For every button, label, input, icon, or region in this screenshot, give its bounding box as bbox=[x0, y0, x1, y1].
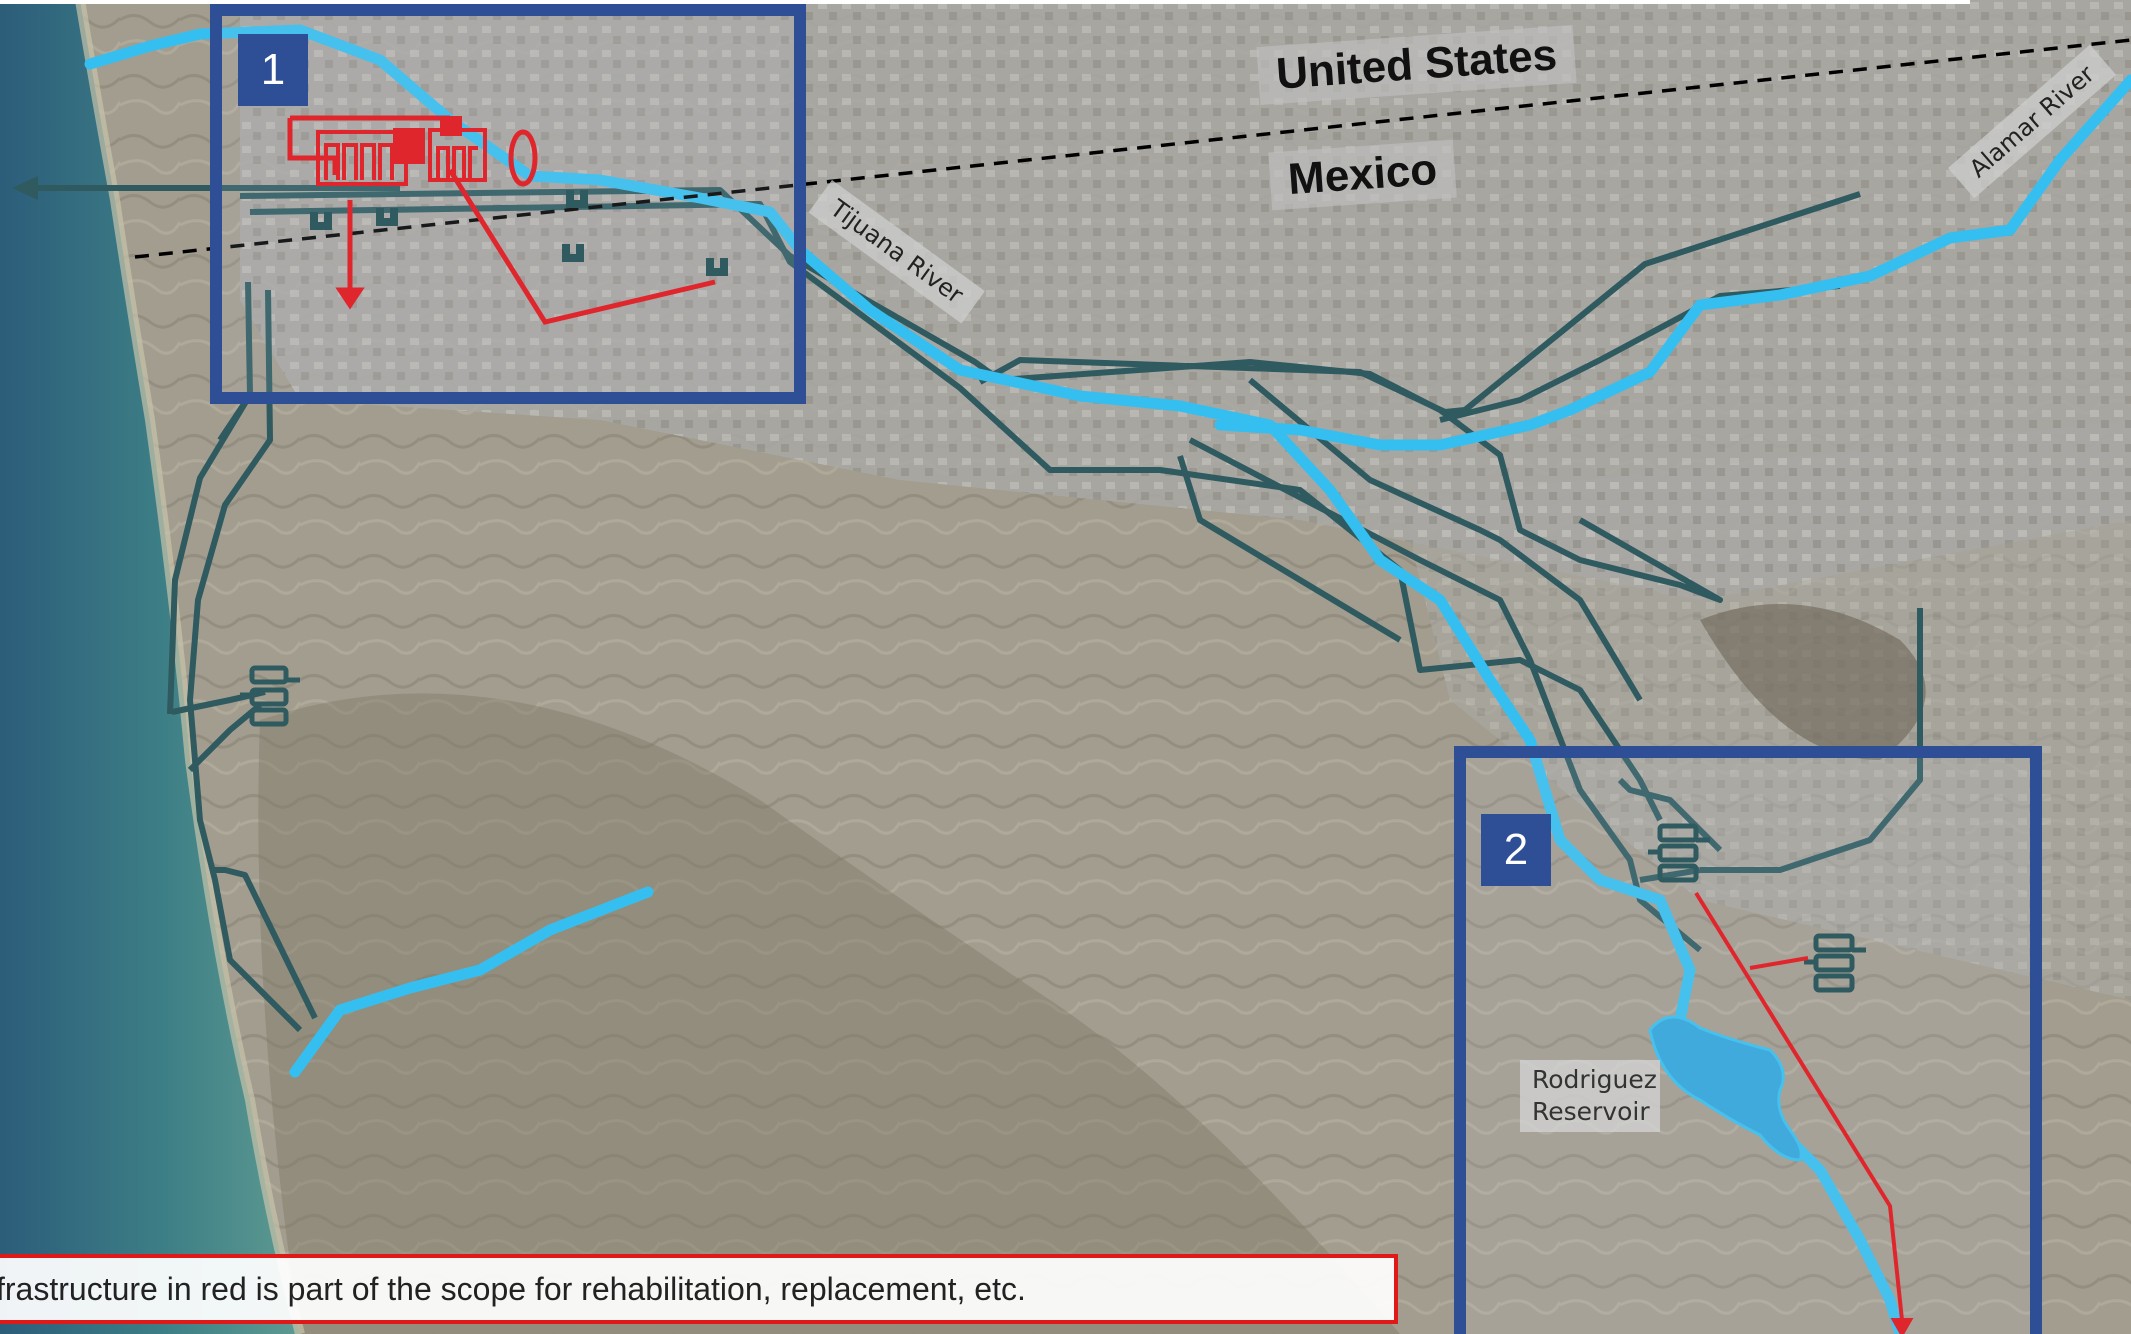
reservoir-label: Rodriguez Reservoir bbox=[1520, 1060, 1660, 1132]
pump-station-tank-icon bbox=[240, 665, 300, 727]
reservoir-label-line-2: Reservoir bbox=[1532, 1097, 1650, 1126]
scope-note-callout: frastructure in red is part of the scope… bbox=[0, 1254, 1398, 1324]
inset-frame-2 bbox=[1454, 746, 2042, 1334]
inset-number-1: 1 bbox=[238, 34, 308, 106]
mountain-ridge bbox=[258, 693, 1400, 1334]
mountain-ridge-2 bbox=[1700, 604, 1926, 760]
reservoir-label-line-1: Rodriguez bbox=[1532, 1065, 1657, 1094]
water-treatment-plant-icon bbox=[316, 128, 425, 186]
urban-area-east bbox=[1400, 420, 2131, 1000]
inset-frame-1 bbox=[210, 4, 806, 404]
pump-station-red-icon bbox=[428, 116, 487, 182]
pump-station-icons bbox=[310, 190, 728, 276]
alamar-river-line bbox=[1214, 74, 2131, 451]
top-edge-bar bbox=[0, 0, 1970, 4]
pump-station-tank-icon bbox=[1648, 823, 1710, 883]
surf-line bbox=[75, 0, 305, 1334]
pump-station-tank-icon bbox=[1804, 933, 1866, 993]
inset-number-2: 2 bbox=[1481, 814, 1551, 886]
urban-area-north bbox=[240, 0, 2131, 600]
scope-infrastructure-inset-2 bbox=[1694, 891, 1914, 1334]
ocean-outfall-icon bbox=[508, 129, 538, 187]
pipeline-network bbox=[167, 187, 1923, 1033]
rodriguez-reservoir bbox=[1648, 1015, 1803, 1162]
south-stream-line bbox=[289, 886, 654, 1078]
scope-infrastructure-inset-1 bbox=[287, 115, 716, 325]
